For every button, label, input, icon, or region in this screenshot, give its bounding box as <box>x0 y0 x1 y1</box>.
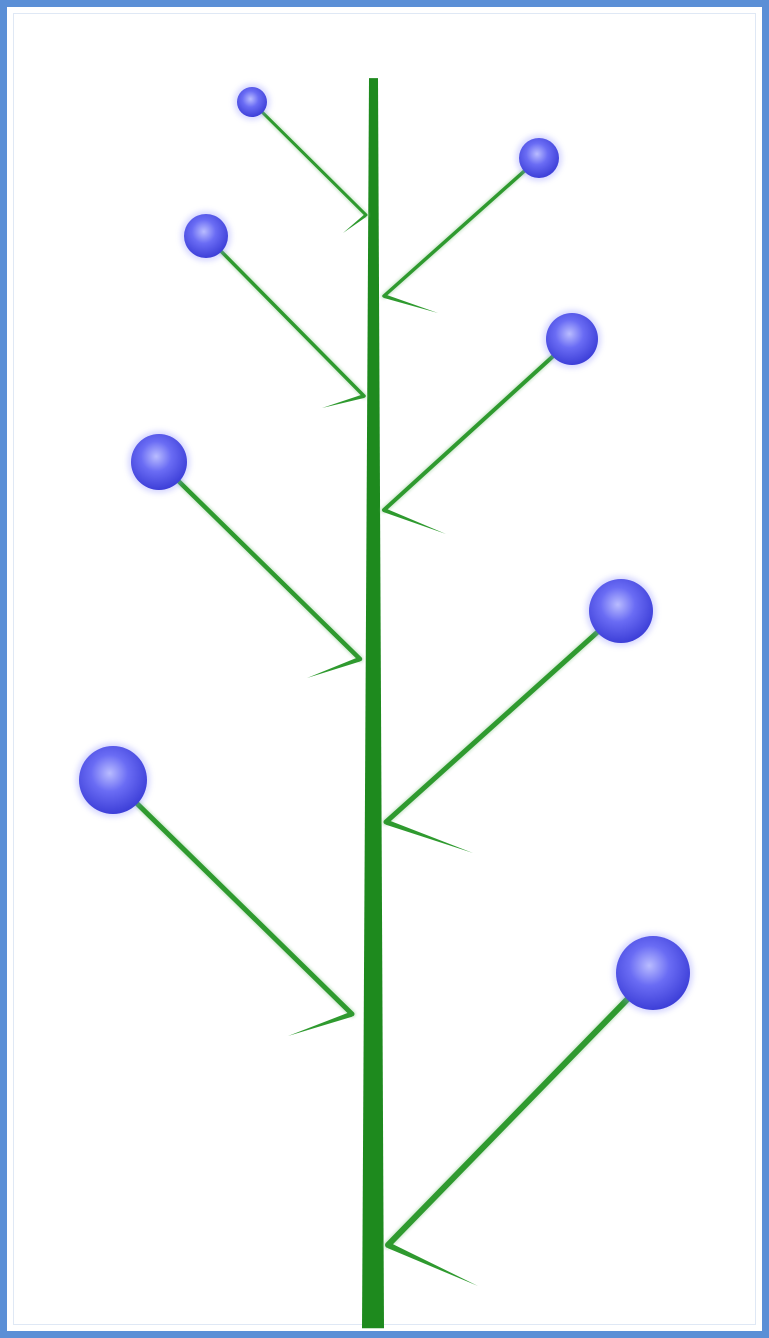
branch-line <box>384 158 539 296</box>
branch-tick <box>288 1011 352 1036</box>
branch-left-5 <box>128 431 360 678</box>
branch-left-7 <box>76 743 352 1036</box>
main-stem <box>362 78 384 1328</box>
branch-tick <box>386 819 473 853</box>
flower-ball <box>519 138 559 178</box>
flower-ball <box>616 936 690 1010</box>
flower-ball <box>237 87 267 117</box>
flower-ball <box>546 313 598 365</box>
branch-right-6 <box>386 576 656 853</box>
branch-tick <box>343 213 366 233</box>
branch-line <box>113 780 352 1014</box>
branch-tick <box>307 657 360 678</box>
branch-left-3 <box>181 211 364 408</box>
branch-line <box>206 236 364 396</box>
branch-tick <box>388 1242 478 1286</box>
branch-right-8 <box>388 933 693 1286</box>
branch-line <box>384 339 572 510</box>
branch-line <box>159 462 360 659</box>
branch-tick <box>322 394 364 408</box>
branch-tick <box>384 294 438 313</box>
flower-ball <box>131 434 187 490</box>
branch-line <box>386 611 621 822</box>
branch-right-2 <box>384 135 562 313</box>
branch-line <box>252 102 366 215</box>
branch-line <box>388 973 653 1245</box>
flower-ball <box>184 214 228 258</box>
flower-ball <box>79 746 147 814</box>
branch-right-4 <box>384 310 601 534</box>
branch-tick <box>384 508 446 534</box>
branch-left-1 <box>234 84 366 233</box>
flower-ball <box>589 579 653 643</box>
